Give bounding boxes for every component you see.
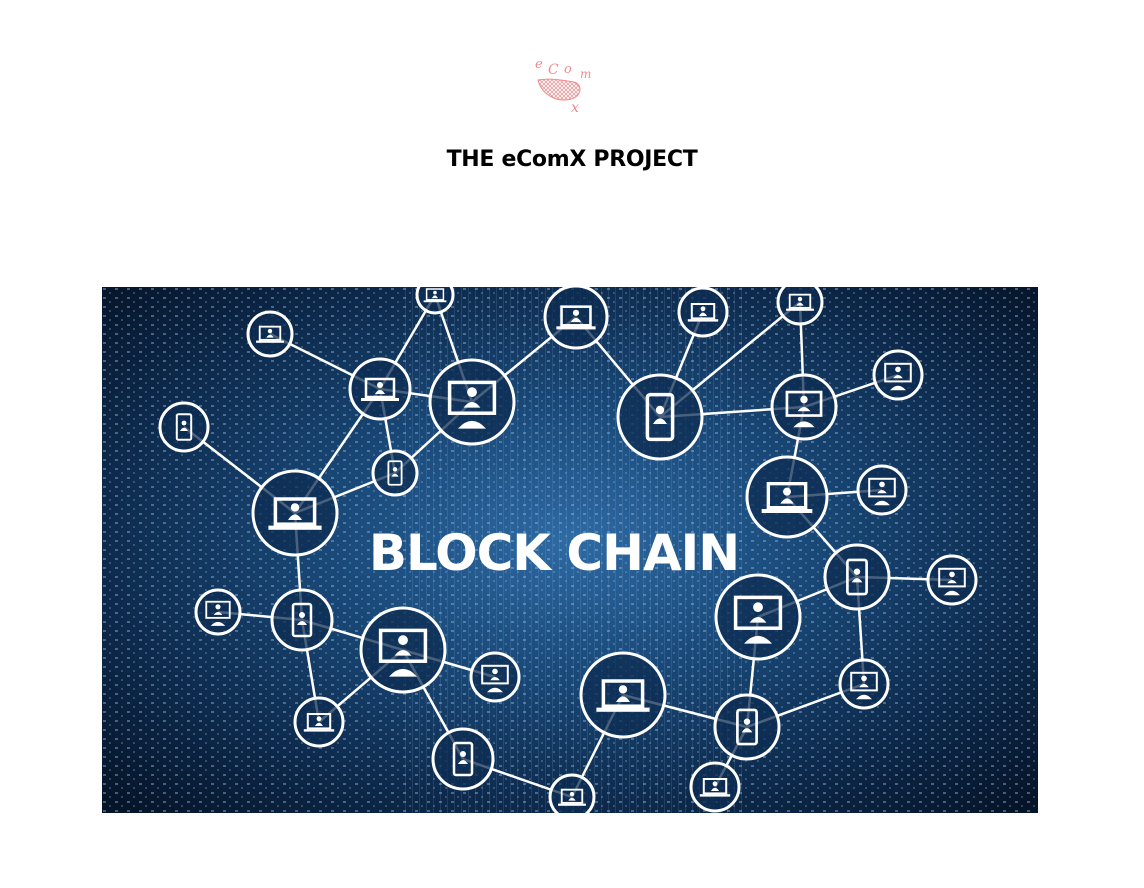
- phone-node: [616, 373, 704, 461]
- phone-icon: [452, 741, 474, 777]
- laptop-node: [677, 287, 729, 338]
- desktop-node: [926, 554, 978, 606]
- phone-node: [431, 727, 495, 791]
- laptop-icon: [761, 482, 813, 513]
- desktop-icon: [868, 477, 896, 506]
- laptop-node: [415, 287, 455, 315]
- laptop-node: [579, 651, 667, 739]
- phone-icon: [291, 602, 313, 638]
- phone-node: [158, 401, 210, 453]
- laptop-node: [745, 455, 829, 539]
- desktop-node: [428, 358, 516, 446]
- desktop-node: [359, 606, 447, 694]
- block-chain-banner-text: BLOCK CHAIN: [369, 524, 739, 582]
- laptop-icon: [596, 679, 650, 712]
- laptop-icon: [786, 293, 814, 311]
- laptop-node: [348, 357, 412, 421]
- laptop-icon: [699, 778, 731, 797]
- desktop-icon: [205, 600, 231, 626]
- desktop-node: [856, 464, 908, 516]
- desktop-node: [194, 588, 242, 636]
- svg-text:m: m: [580, 67, 591, 81]
- desktop-icon: [481, 664, 509, 693]
- phone-node: [270, 588, 334, 652]
- ecomx-logo: e C o m x: [528, 52, 604, 118]
- laptop-node: [246, 310, 294, 358]
- page-title: THE eComX PROJECT: [446, 147, 698, 172]
- network-nodes: [158, 287, 978, 813]
- phone-icon: [387, 460, 403, 486]
- phone-icon: [736, 708, 758, 746]
- desktop-node: [469, 651, 521, 703]
- phone-node: [713, 693, 781, 761]
- phone-node: [823, 543, 891, 611]
- laptop-node: [293, 696, 345, 748]
- desktop-icon: [938, 567, 966, 596]
- laptop-icon: [268, 497, 322, 530]
- svg-text:x: x: [571, 100, 579, 116]
- laptop-icon: [423, 288, 447, 303]
- phone-icon: [645, 392, 675, 442]
- desktop-icon: [884, 362, 912, 391]
- svg-text:o: o: [564, 62, 572, 77]
- desktop-node: [838, 658, 890, 710]
- desktop-icon: [785, 390, 823, 428]
- laptop-icon: [303, 713, 335, 732]
- laptop-node: [548, 773, 596, 813]
- laptop-icon: [556, 305, 596, 330]
- laptop-node: [251, 469, 339, 557]
- laptop-node: [543, 287, 609, 350]
- svg-text:e: e: [535, 57, 543, 72]
- laptop-node: [776, 287, 824, 326]
- desktop-node: [872, 349, 924, 401]
- desktop-icon: [850, 671, 878, 700]
- phone-icon: [175, 413, 193, 441]
- laptop-icon: [361, 377, 399, 401]
- desktop-node: [714, 573, 802, 661]
- desktop-icon: [733, 595, 783, 644]
- phone-icon: [846, 558, 868, 596]
- blockchain-hero-image: BLOCK CHAIN: [102, 287, 1038, 813]
- laptop-icon: [256, 325, 284, 343]
- desktop-icon: [378, 628, 428, 677]
- laptop-icon: [558, 788, 586, 806]
- svg-text:C: C: [548, 62, 559, 78]
- desktop-icon: [447, 380, 497, 429]
- laptop-node: [689, 761, 741, 813]
- phone-node: [371, 449, 419, 497]
- laptop-icon: [687, 303, 719, 322]
- desktop-node: [770, 373, 838, 441]
